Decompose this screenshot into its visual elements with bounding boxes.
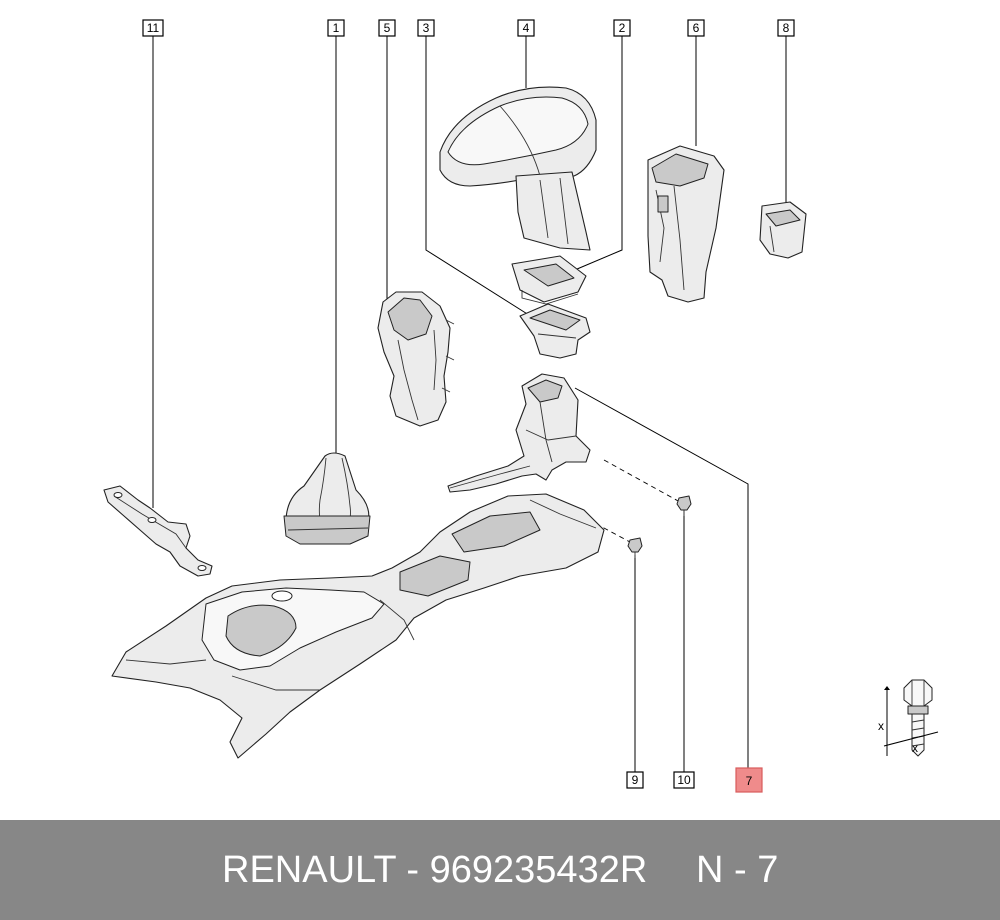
- leader-lines: [152, 36, 787, 772]
- part-console-body: [111, 493, 605, 759]
- fastener-x-label-1: x: [878, 719, 884, 733]
- part-4-armrest: [439, 86, 597, 251]
- callout-9[interactable]: 9: [626, 771, 644, 789]
- callout-1[interactable]: 1: [327, 19, 345, 37]
- footer-bar: RENAULT - 969235432R N - 7: [0, 820, 1000, 920]
- callout-10-label: 10: [677, 773, 691, 787]
- callout-8[interactable]: 8: [777, 19, 795, 37]
- callout-1-label: 1: [333, 21, 340, 35]
- callout-7-label: 7: [746, 774, 753, 788]
- callout-7-highlighted[interactable]: 7: [735, 767, 763, 793]
- footer-brand-part-number: RENAULT - 969235432R: [222, 849, 648, 891]
- callout-3-label: 3: [423, 21, 430, 35]
- exploded-parts-diagram: x x 11 1 5 3 4 2 6: [103, 19, 939, 793]
- part-3-cup-holder: [519, 303, 591, 359]
- callout-11[interactable]: 11: [142, 19, 164, 37]
- callout-11-label: 11: [147, 21, 160, 35]
- callout-4-label: 4: [523, 21, 530, 35]
- callout-2-label: 2: [619, 21, 626, 35]
- callout-5[interactable]: 5: [378, 19, 396, 37]
- part-11-bracket: [103, 485, 213, 577]
- callout-8-label: 8: [783, 21, 790, 35]
- part-7-mounting-bracket: [447, 373, 591, 493]
- part-1-gear-boot: [283, 452, 371, 545]
- part-6-rear-trim: [647, 145, 725, 303]
- footer-page-reference: N - 7: [696, 849, 779, 891]
- callout-10[interactable]: 10: [673, 771, 695, 789]
- fastener-symbol: x x: [878, 679, 939, 757]
- callout-3[interactable]: 3: [417, 19, 435, 37]
- part-8-small-switch: [759, 201, 807, 259]
- callout-4[interactable]: 4: [517, 19, 535, 37]
- callout-2[interactable]: 2: [613, 19, 631, 37]
- part-10-screw: [676, 495, 692, 516]
- part-9-screw: [627, 537, 643, 558]
- callout-6[interactable]: 6: [687, 19, 705, 37]
- callout-boxes: 11 1 5 3 4 2 6 8: [142, 19, 795, 793]
- fastener-x-label-2: x: [912, 741, 918, 755]
- part-5-side-trim: [377, 291, 455, 427]
- callout-6-label: 6: [693, 21, 700, 35]
- callout-5-label: 5: [384, 21, 391, 35]
- part-2-switch-panel: [511, 255, 587, 305]
- callout-9-label: 9: [632, 773, 639, 787]
